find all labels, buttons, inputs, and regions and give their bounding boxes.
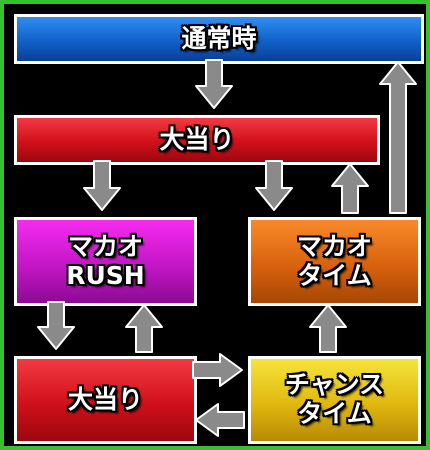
node-chance-time: チャンス タイム <box>248 356 421 444</box>
node-jackpot-bottom: 大当り <box>14 356 197 444</box>
node-macao-rush-line2: RUSH <box>66 260 145 290</box>
arrow-jackpot-to-rush <box>83 160 121 211</box>
node-macao-time-line1: マカオ <box>296 231 372 261</box>
node-chance-time-line2: タイム <box>297 399 372 428</box>
node-jackpot-top: 大当り <box>14 115 380 165</box>
arrow-jackpot-to-time <box>255 160 293 211</box>
arrow-chance-to-jackpot-bottom <box>195 403 245 437</box>
arrow-rush-to-jackpot-bottom <box>37 301 75 350</box>
node-normal: 通常時 <box>14 14 424 64</box>
arrow-time-to-jackpot <box>331 163 369 214</box>
arrow-normal-to-jackpot <box>195 59 233 109</box>
node-macao-rush-line1: マカオ <box>67 231 143 261</box>
node-normal-label: 通常時 <box>181 23 257 53</box>
arrow-jackpot-bottom-to-chance <box>192 353 243 387</box>
arrow-chance-to-time <box>309 304 347 353</box>
node-jackpot-top-label: 大当り <box>159 124 235 154</box>
node-jackpot-bottom-label: 大当り <box>67 384 143 414</box>
node-macao-time-line2: タイム <box>297 260 372 290</box>
arrow-jackpot-bottom-to-rush <box>125 304 163 353</box>
arrow-time-to-normal <box>379 61 417 214</box>
node-chance-time-line1: チャンス <box>284 370 385 400</box>
node-macao-rush: マカオ RUSH <box>14 217 197 306</box>
node-macao-time: マカオ タイム <box>248 217 421 306</box>
